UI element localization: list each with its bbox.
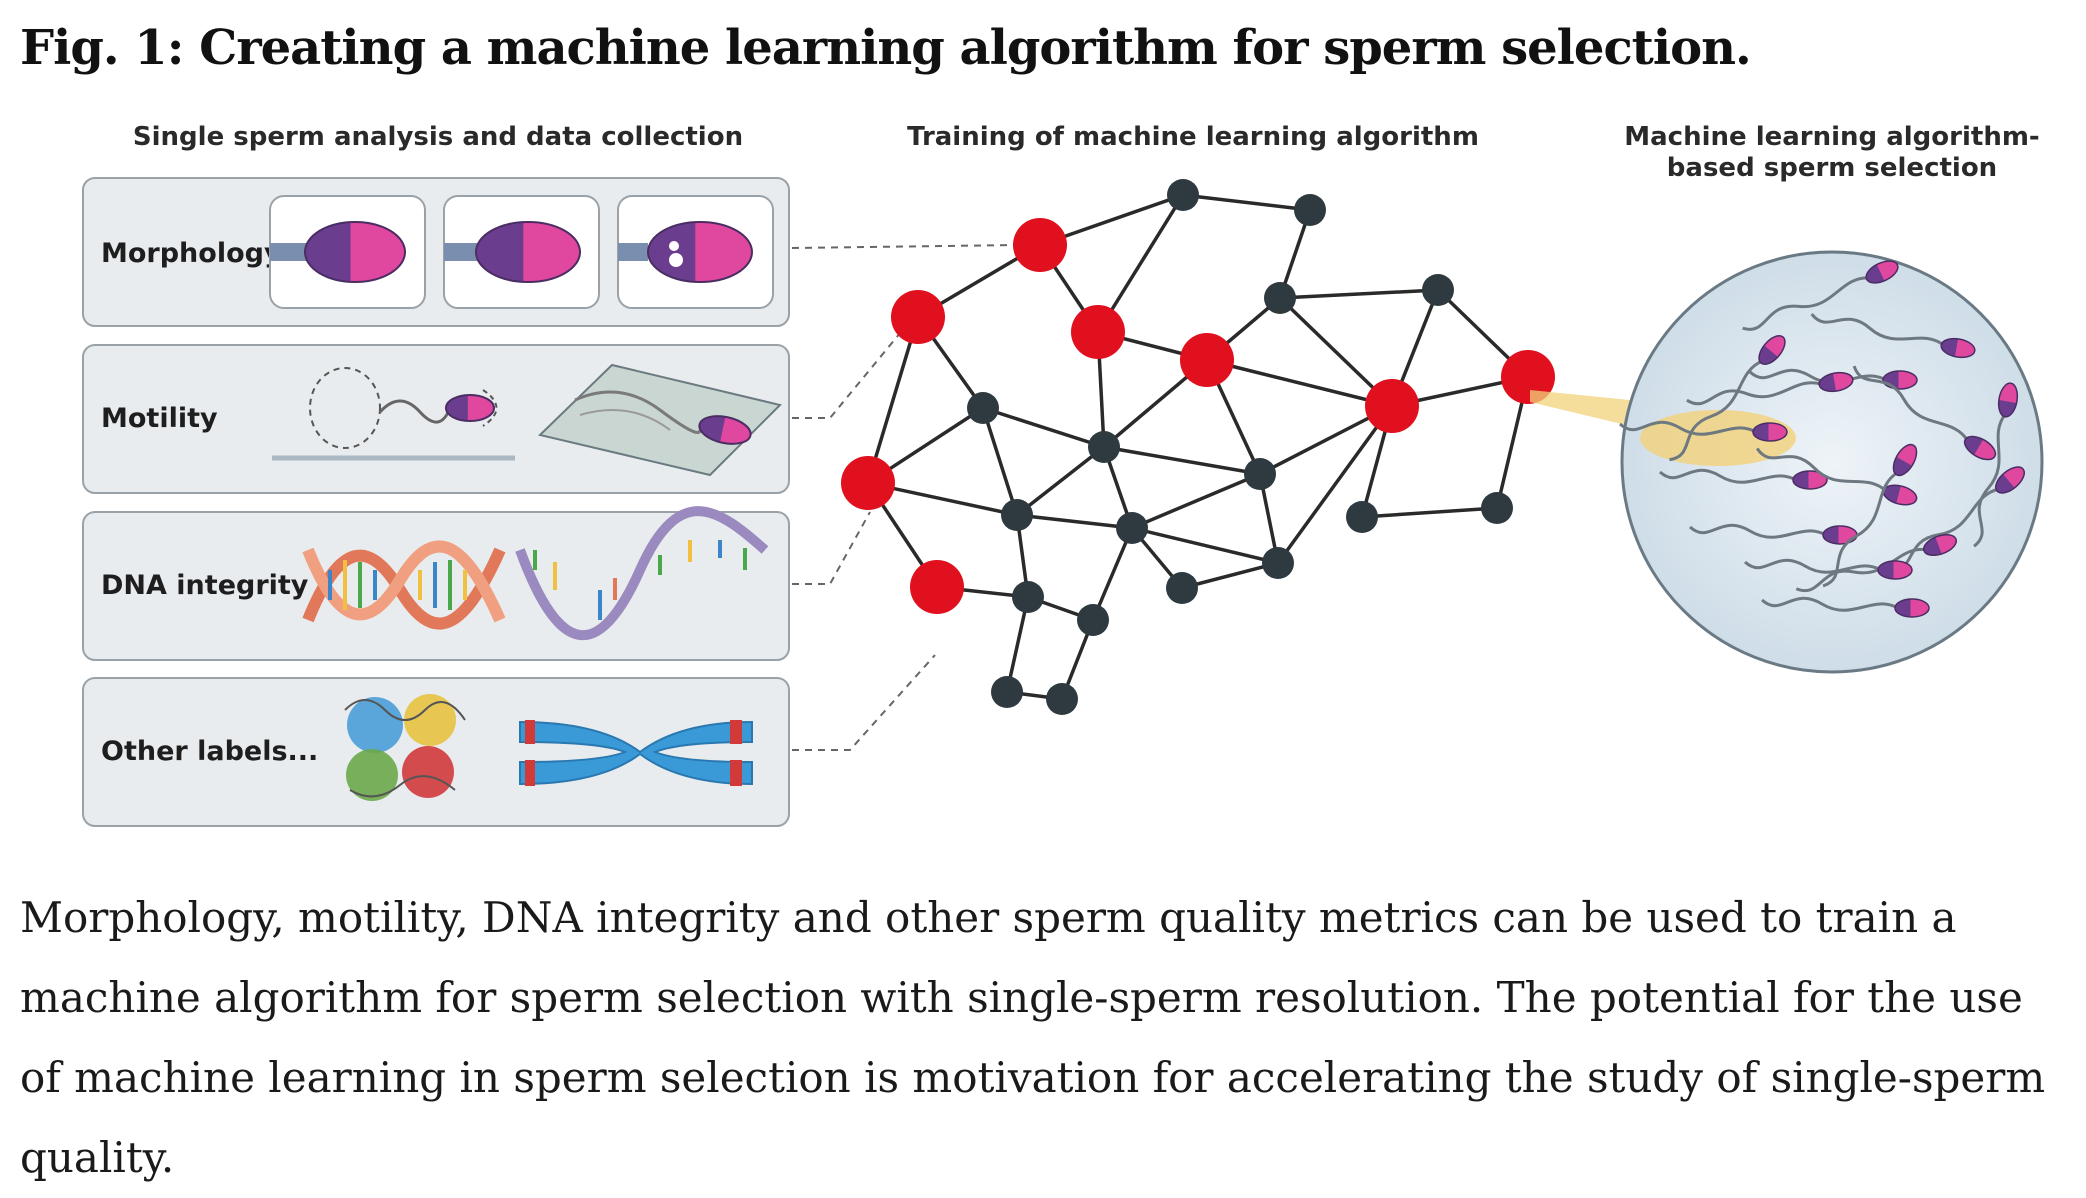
network-node xyxy=(1244,458,1276,490)
sperm-head-variant-icon xyxy=(443,195,600,309)
network-edge xyxy=(1015,445,1106,517)
network-node xyxy=(1422,274,1454,306)
network-node xyxy=(1012,581,1044,613)
network-node-highlighted xyxy=(1013,218,1067,272)
network-node xyxy=(1001,499,1033,531)
network-nodes xyxy=(841,179,1555,715)
sperm-cell xyxy=(1755,447,1918,506)
network-node xyxy=(991,676,1023,708)
network-node-highlighted xyxy=(1180,333,1234,387)
microscope-slide-icon xyxy=(537,363,782,477)
dna-damaged-strand-icon xyxy=(515,506,769,640)
sperm-cell xyxy=(1760,596,1930,618)
other-labels-panel: Other labels... xyxy=(82,677,790,827)
morphology-panel: Morphology xyxy=(82,177,790,327)
network-node xyxy=(967,392,999,424)
network-node xyxy=(1481,492,1513,524)
sperm-cell xyxy=(1658,468,1828,490)
network-node xyxy=(1077,604,1109,636)
dna-double-helix-icon xyxy=(302,540,506,630)
sperm-head-normal-icon xyxy=(269,195,426,309)
network-node-highlighted xyxy=(891,290,945,344)
network-node-highlighted xyxy=(841,456,895,510)
figure-caption: Morphology, motility, DNA integrity and … xyxy=(20,893,2046,1182)
network-node xyxy=(1116,512,1148,544)
row-label-morphology: Morphology xyxy=(101,238,282,269)
network-edge xyxy=(1005,596,1030,693)
sperm-cell xyxy=(1973,382,2019,548)
column-heading-data-collection: Single sperm analysis and data collectio… xyxy=(133,122,743,152)
network-node xyxy=(1346,501,1378,533)
row-label-other: Other labels... xyxy=(101,736,318,767)
figure-title: Fig. 1: Creating a machine learning algo… xyxy=(20,20,1752,76)
column-heading-selection-line1: Machine learning algorithm- xyxy=(1624,122,2039,152)
network-node-highlighted xyxy=(1501,350,1555,404)
sperm-cell xyxy=(1810,313,1976,359)
row-label-motility: Motility xyxy=(101,403,218,434)
network-node xyxy=(1166,572,1198,604)
network-edge xyxy=(1181,561,1279,590)
network-node-highlighted xyxy=(1071,305,1125,359)
network-edge xyxy=(981,407,1019,516)
network-edge xyxy=(1361,506,1498,519)
network-edge xyxy=(1131,472,1261,530)
sperm-cell xyxy=(1795,533,1958,593)
sperm-cell xyxy=(1822,443,1918,588)
network-node xyxy=(1262,547,1294,579)
network-node-highlighted xyxy=(1365,379,1419,433)
network-node xyxy=(1167,179,1199,211)
network-edge xyxy=(1206,358,1393,408)
network-edge xyxy=(982,406,1105,449)
network-edge xyxy=(1131,526,1279,565)
network-edge xyxy=(1276,404,1394,565)
network-edge xyxy=(1182,193,1311,212)
chromosome-icon xyxy=(519,720,753,786)
network-edge xyxy=(1091,527,1134,621)
sperm-cell xyxy=(1742,260,1899,331)
network-edge xyxy=(1016,513,1133,530)
sperm-selection-dish xyxy=(1618,250,2044,674)
protein-structure-icon xyxy=(344,694,466,801)
sperm-cell xyxy=(1686,371,1854,406)
network-node xyxy=(1046,683,1078,715)
network-edges xyxy=(866,193,1530,701)
network-edge xyxy=(866,316,920,484)
network-node xyxy=(1264,282,1296,314)
figure-illustration: Single sperm analysis and data collectio… xyxy=(82,122,2044,827)
swimming-trajectory-icon xyxy=(272,367,515,461)
sperm-cells xyxy=(1618,260,2025,618)
panel-connectors xyxy=(791,244,1021,751)
sperm-cell xyxy=(1743,558,1913,580)
column-heading-training: Training of machine learning algorithm xyxy=(907,122,1479,152)
selected-sperm-highlight xyxy=(1640,410,1796,466)
sperm-head-vacuole-icon xyxy=(617,195,774,309)
neural-network-graph xyxy=(841,179,1555,715)
sperm-cell xyxy=(1852,365,1997,461)
sperm-cell xyxy=(1669,335,1786,462)
dna-panel: DNA integrity xyxy=(82,506,790,661)
row-label-dna-integrity: DNA integrity xyxy=(101,570,309,601)
column-heading-selection-line2: based sperm selection xyxy=(1667,153,1997,183)
network-node xyxy=(1088,431,1120,463)
network-node xyxy=(1294,194,1326,226)
network-edge xyxy=(1279,288,1439,300)
motility-panel: Motility xyxy=(82,344,790,494)
network-node-highlighted xyxy=(910,560,964,614)
network-edge xyxy=(1103,445,1261,476)
sperm-cell xyxy=(1618,420,1788,442)
